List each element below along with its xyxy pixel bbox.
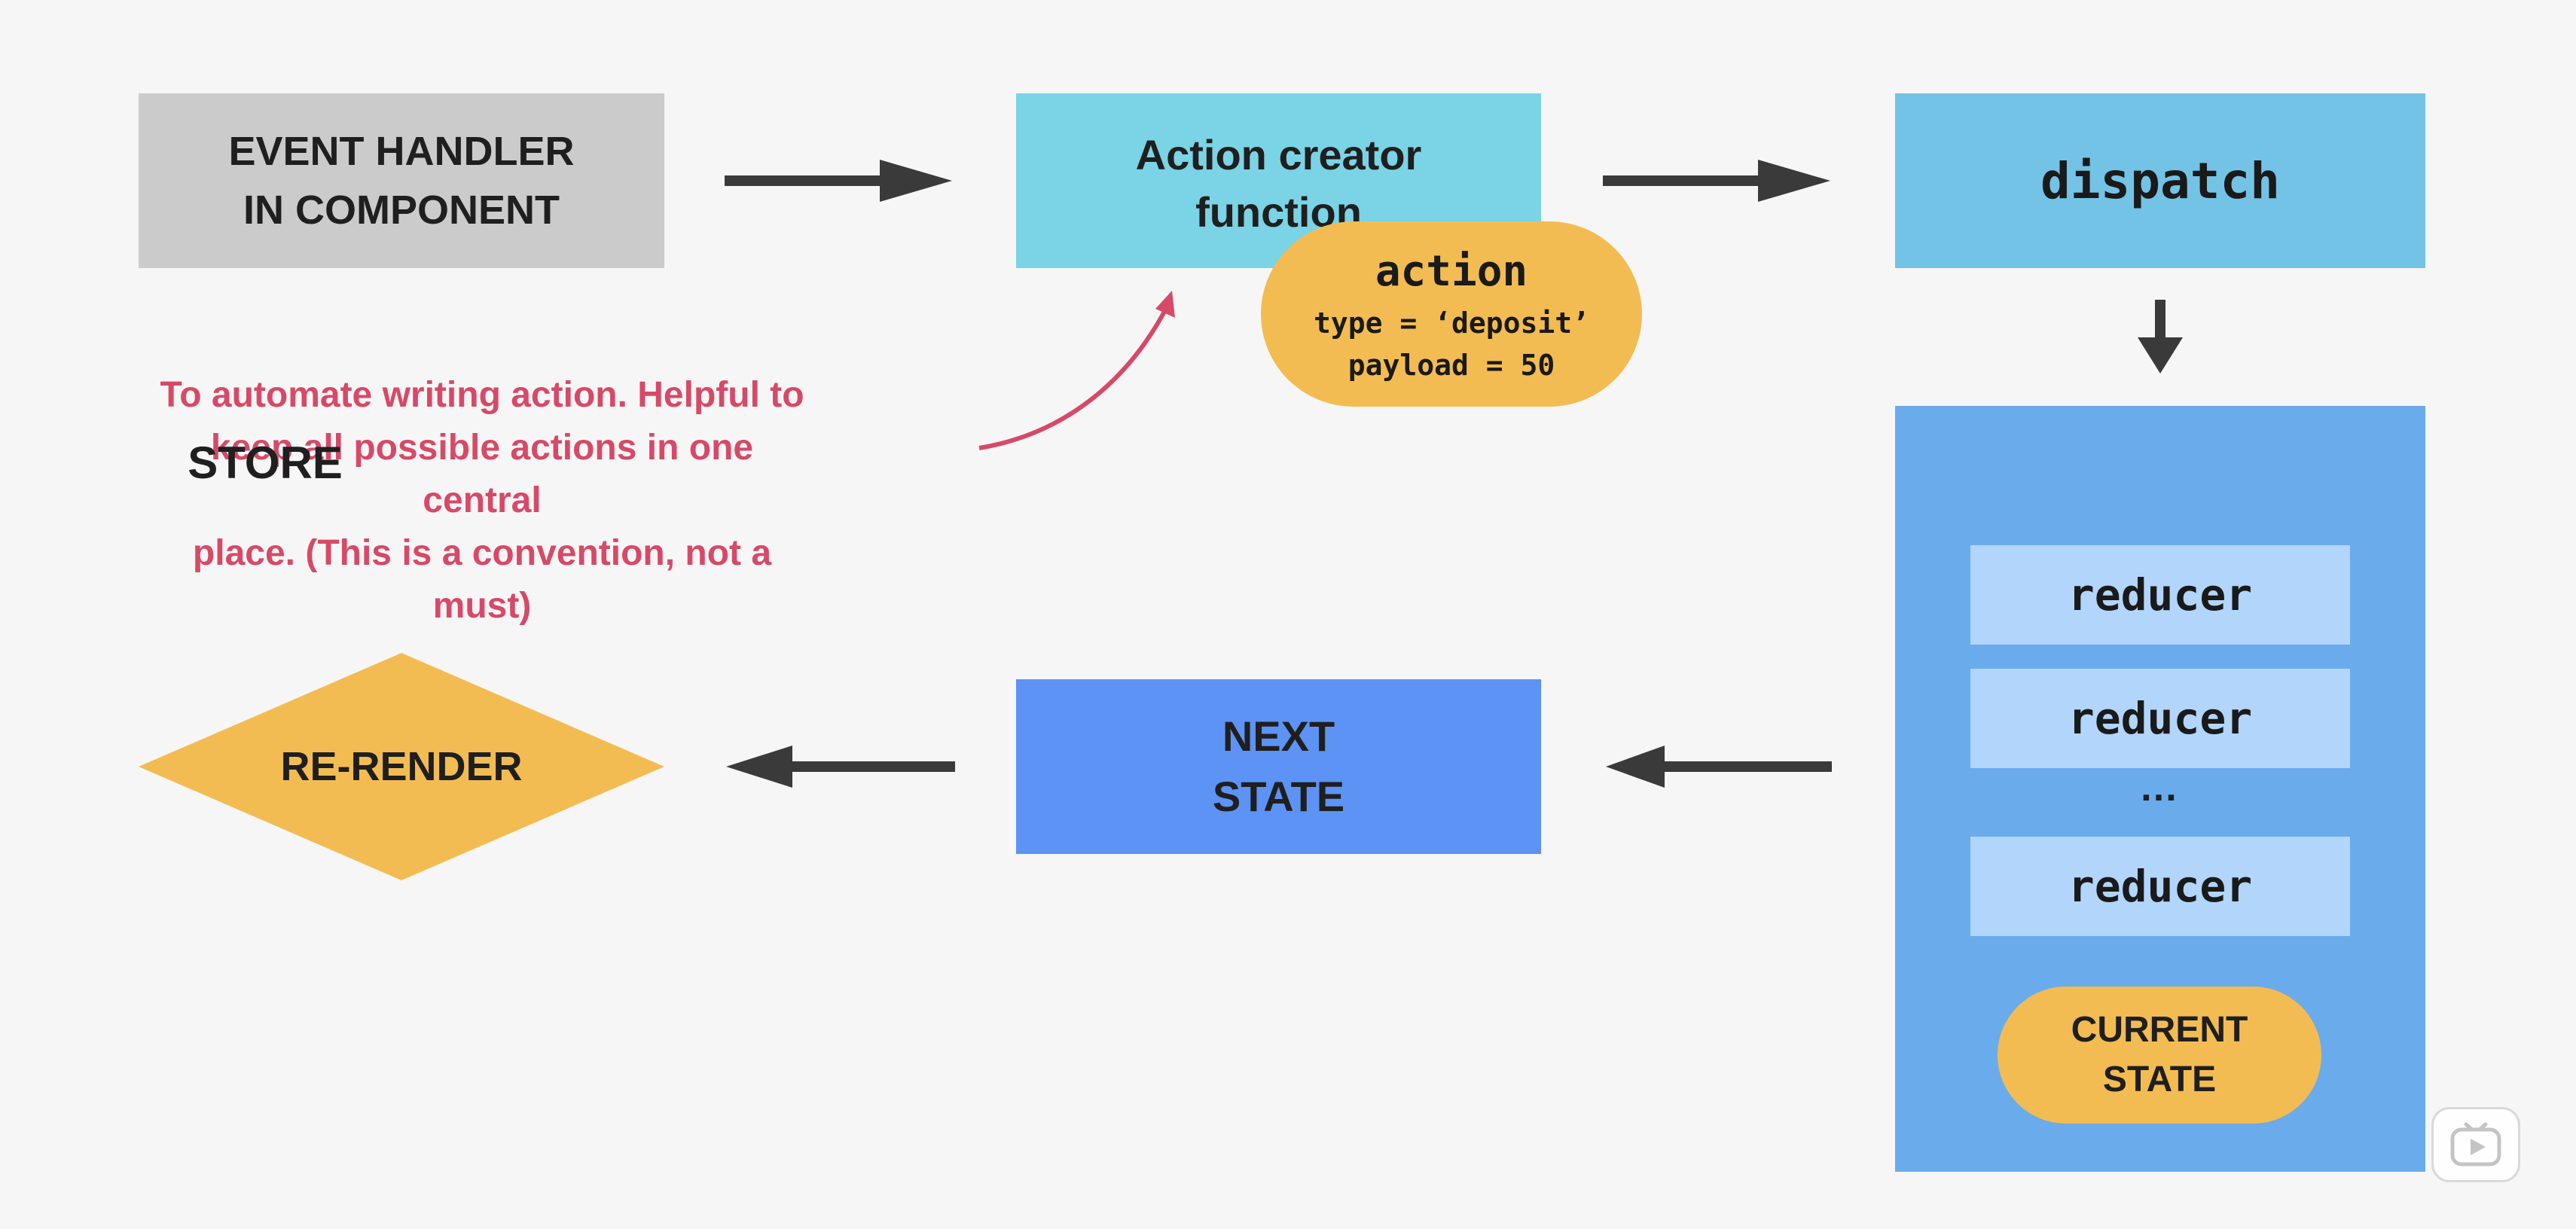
play-icon xyxy=(2450,1122,2501,1166)
action-object-node: action type = ‘deposit’ payload = 50 xyxy=(1261,221,1642,407)
reducer-label: reducer xyxy=(2068,693,2253,744)
store-title: STORE xyxy=(188,438,343,488)
annotation-line: place. (This is a convention, not a must… xyxy=(192,533,772,626)
action-payload-line: payload = 50 xyxy=(1348,349,1555,382)
arrow-store-to-next-state xyxy=(1606,746,1832,788)
annotation-line: keep all possible actions in one central xyxy=(210,428,754,520)
event-handler-label: EVENT HANDLER xyxy=(228,129,575,174)
reducer-label: reducer xyxy=(2068,569,2253,621)
current-state-label: STATE xyxy=(2102,1060,2217,1099)
video-watermark xyxy=(2431,1107,2520,1182)
reducer-ellipsis: … xyxy=(2139,766,2181,810)
arrow-creator-to-dispatch xyxy=(1603,160,1830,202)
reducer-node: reducer xyxy=(1970,545,2350,645)
annotation-line: To automate writing action. Helpful to xyxy=(160,375,804,415)
event-handler-node: EVENT HANDLER IN COMPONENT xyxy=(139,93,664,268)
annotation-arrow xyxy=(978,291,1175,450)
current-state-node: CURRENT STATE xyxy=(1998,987,2321,1124)
reducer-label: reducer xyxy=(2068,861,2253,912)
next-state-label: NEXT xyxy=(1222,712,1335,760)
reducer-node: reducer xyxy=(1970,837,2350,936)
action-type-line: type = ‘deposit’ xyxy=(1313,306,1590,340)
dispatch-node: dispatch xyxy=(1895,93,2425,268)
next-state-label: STATE xyxy=(1212,773,1345,820)
event-handler-label: IN COMPONENT xyxy=(243,188,560,233)
arrow-dispatch-to-store xyxy=(2138,300,2183,374)
rerender-node: RE-RENDER xyxy=(139,653,664,880)
reducer-node: reducer xyxy=(1970,669,2350,768)
arrow-event-to-creator xyxy=(725,160,952,202)
rerender-label: RE-RENDER xyxy=(280,744,523,789)
current-state-label: CURRENT xyxy=(2071,1010,2248,1050)
next-state-node: NEXT STATE xyxy=(1016,679,1541,854)
arrow-next-state-to-rerender xyxy=(726,746,955,788)
action-creator-label: Action creator xyxy=(1135,131,1422,178)
action-title: action xyxy=(1375,247,1528,296)
rerender-diamond xyxy=(139,653,664,880)
action-creator-annotation: To automate writing action. Helpful to k… xyxy=(151,369,813,633)
dispatch-label: dispatch xyxy=(2040,151,2280,210)
